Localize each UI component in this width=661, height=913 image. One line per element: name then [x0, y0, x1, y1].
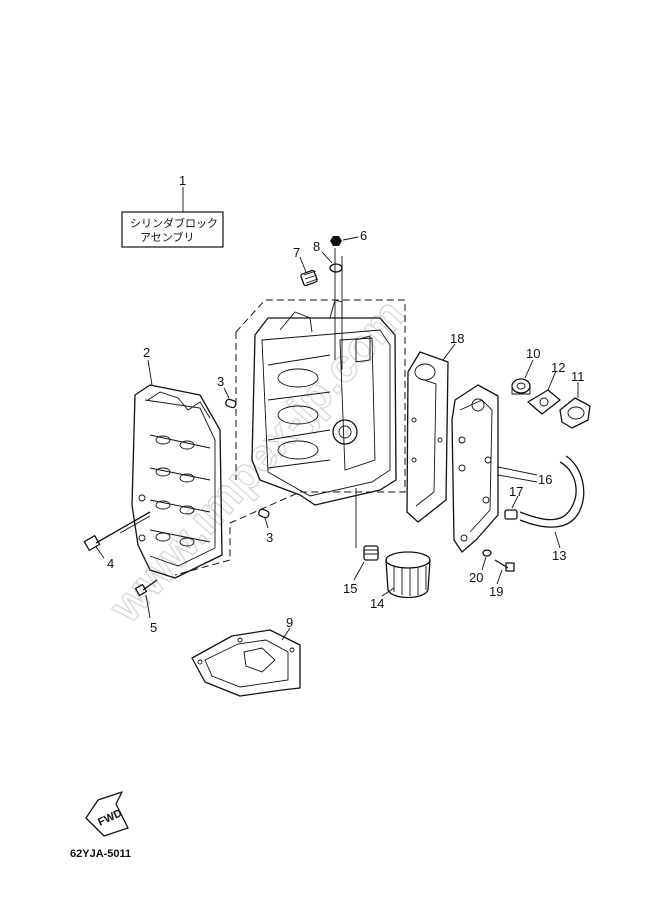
callout-3-lower: 3	[266, 530, 273, 545]
thermostat-cover	[559, 397, 591, 429]
callout-11: 11	[571, 369, 585, 384]
oil-filter-stud	[363, 545, 379, 561]
callout-2: 2	[143, 345, 150, 360]
water-hose	[519, 455, 585, 528]
drain-bolt	[330, 236, 342, 246]
callout-3-upper: 3	[217, 374, 224, 389]
callout-12: 12	[551, 360, 565, 375]
callout-4: 4	[107, 556, 114, 571]
cylinder-head-cover	[131, 384, 223, 579]
callout-17: 17	[509, 484, 523, 499]
cylinder-block	[251, 299, 397, 506]
oil-filter	[385, 551, 431, 599]
callout-1: 1	[179, 173, 186, 188]
thermostat	[511, 378, 531, 395]
cylinder-bolt	[83, 511, 151, 551]
hose-fitting	[504, 509, 518, 520]
fwd-arrow-icon: FWD	[85, 791, 129, 837]
gasket-washer	[329, 263, 343, 273]
assembly-boundary	[174, 299, 406, 576]
callout-15: 15	[343, 581, 357, 596]
label-box: シリンダブロック アセンブリ	[121, 211, 224, 248]
fwd-arrow-label: FWD	[96, 807, 124, 828]
callout-18: 18	[450, 331, 464, 346]
short-bolt	[134, 579, 158, 597]
callout-8: 8	[313, 239, 320, 254]
diagram-code: 62YJA-5011	[70, 848, 131, 860]
callout-19: 19	[489, 584, 503, 599]
base-gasket	[191, 629, 301, 697]
callout-6: 6	[360, 228, 367, 243]
callout-13: 13	[552, 548, 566, 563]
plug	[300, 269, 319, 287]
washer	[482, 549, 492, 557]
label-box-line1: シリンダブロック	[130, 216, 218, 230]
callout-20: 20	[469, 570, 483, 585]
label-box-line2: アセンブリ	[140, 230, 194, 244]
dowel-pin-upper	[225, 398, 237, 409]
callout-14: 14	[370, 596, 384, 611]
callout-5: 5	[150, 620, 157, 635]
callout-16: 16	[538, 472, 552, 487]
exhaust-cover-bolt	[494, 559, 515, 572]
thermostat-gasket	[527, 389, 561, 415]
dowel-pin-lower	[258, 508, 270, 519]
exhaust-cover-gasket	[406, 351, 449, 523]
exhaust-cover	[451, 384, 499, 553]
callout-10: 10	[526, 346, 540, 361]
callout-9: 9	[286, 615, 293, 630]
callout-7: 7	[293, 245, 300, 260]
watermark-text: www.impex-jp.com	[98, 289, 415, 633]
